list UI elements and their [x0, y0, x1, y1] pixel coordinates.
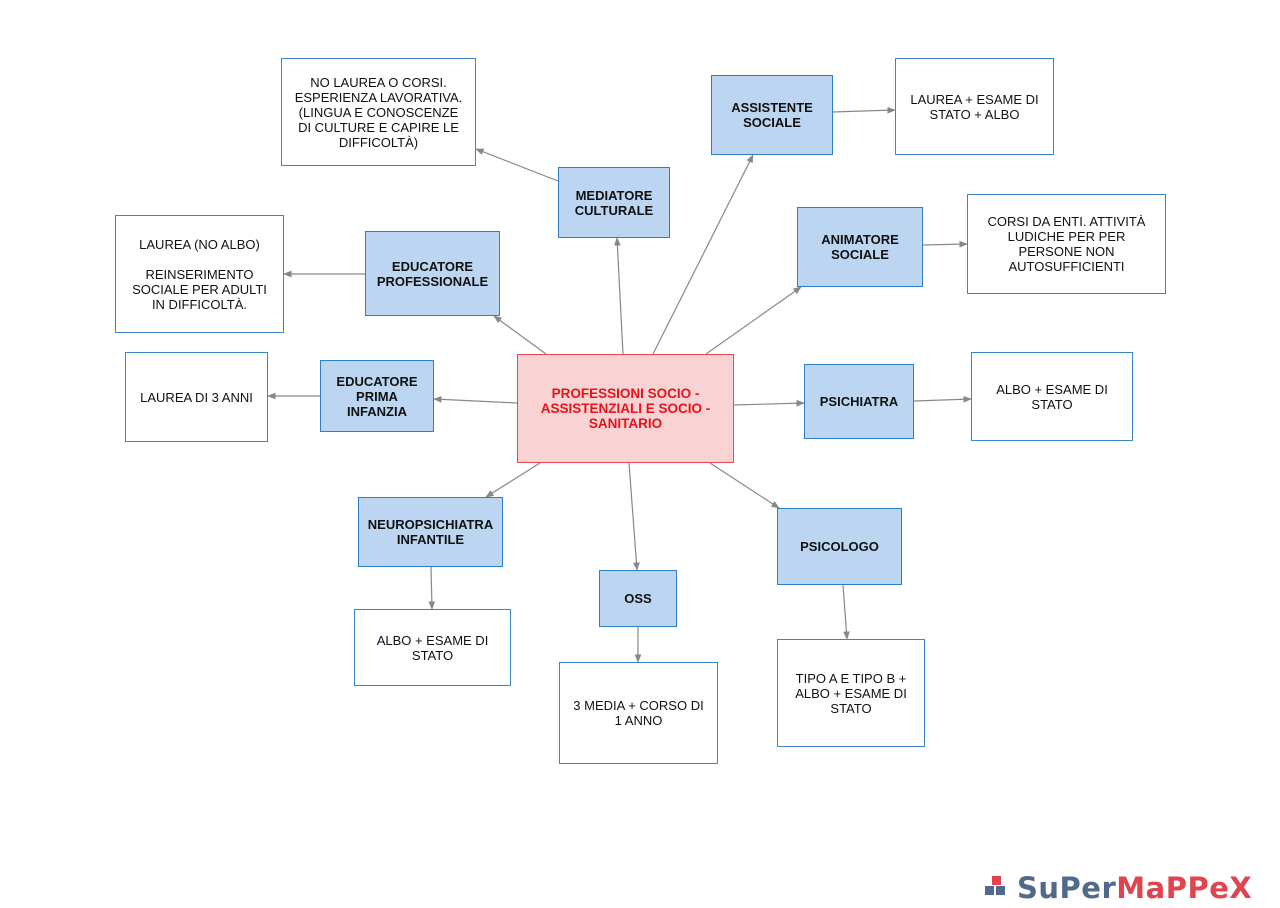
role-node-educatore-prima-infanzia: EDUCATORE PRIMA INFANZIA — [320, 360, 434, 432]
detail-node-oss: 3 MEDIA + CORSO DI 1 ANNO — [559, 662, 718, 764]
edge-psichiatra-detail — [913, 395, 972, 403]
edge-assistente-detail — [832, 106, 896, 114]
role-node-psichiatra: PSICHIATRA — [804, 364, 914, 439]
detail-node-psichiatra: ALBO + ESAME DI STATO — [971, 352, 1133, 441]
role-node-assistente-sociale: ASSISTENTE SOCIALE — [711, 75, 833, 155]
supermappex-logo: SuPerMaPPeX — [985, 868, 1252, 908]
role-node-animatore-sociale: ANIMATORE SOCIALE — [797, 207, 923, 287]
detail-node-psicologo: TIPO A E TIPO B + ALBO + ESAME DI STATO — [777, 639, 925, 747]
center-node: PROFESSIONI SOCIO - ASSISTENZIALI E SOCI… — [517, 354, 734, 463]
role-node-psicologo: PSICOLOGO — [777, 508, 902, 585]
role-node-oss: OSS — [599, 570, 677, 627]
edge-center-oss — [628, 462, 640, 571]
edge-center-educatore-prof — [493, 315, 547, 355]
edge-neuro-detail — [428, 566, 436, 610]
logo-squares-icon — [985, 876, 1009, 900]
edge-center-mediatore — [614, 237, 624, 355]
detail-node-assistente-sociale: LAUREA + ESAME DI STATO + ALBO — [895, 58, 1054, 155]
role-node-neuropsichiatra-infantile: NEUROPSICHIATRA INFANTILE — [358, 497, 503, 567]
detail-node-educatore-prima-infanzia: LAUREA DI 3 ANNI — [125, 352, 268, 442]
logo-text-part2: MaPPeX — [1116, 871, 1253, 905]
edge-center-psichiatra — [733, 399, 805, 407]
edge-center-neuro — [485, 462, 541, 498]
detail-node-animatore-sociale: CORSI DA ENTI. ATTIVITÀ LUDICHE PER PER … — [967, 194, 1166, 294]
logo-text: SuPerMaPPeX — [1017, 871, 1252, 905]
detail-node-neuropsichiatra-infantile: ALBO + ESAME DI STATO — [354, 609, 511, 686]
role-node-mediatore-culturale: MEDIATORE CULTURALE — [558, 167, 670, 238]
detail-node-educatore-professionale: LAUREA (NO ALBO) REINSERIMENTO SOCIALE P… — [115, 215, 284, 333]
edge-center-assistente — [652, 154, 754, 355]
edge-mediatore-detail — [475, 148, 559, 182]
edge-center-animatore — [705, 286, 802, 355]
edge-center-educatore-inf — [433, 396, 518, 404]
edge-center-psicologo — [709, 462, 780, 509]
detail-node-mediatore-culturale: NO LAUREA O CORSI. ESPERIENZA LAVORATIVA… — [281, 58, 476, 166]
edge-psicologo-detail — [842, 584, 850, 640]
edge-animatore-detail — [922, 240, 968, 248]
role-node-educatore-professionale: EDUCATORE PROFESSIONALE — [365, 231, 500, 316]
logo-text-part1: SuPer — [1017, 871, 1117, 905]
